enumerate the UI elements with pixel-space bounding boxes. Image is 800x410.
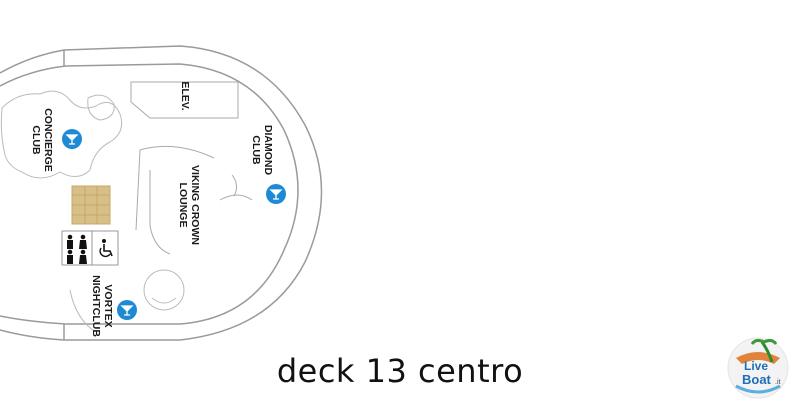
- viking-crown-area: [135, 145, 253, 255]
- viking-label-2: LOUNGE: [177, 183, 189, 228]
- accessible-icon: [91, 230, 119, 266]
- elevator-block: [130, 81, 239, 119]
- logo-boat: Boat: [742, 372, 772, 387]
- viking-label-1: VIKING CROWN: [189, 165, 201, 245]
- diamond-label-2: CLUB: [250, 135, 262, 165]
- bar-icon: [62, 129, 82, 149]
- deck-caption: deck 13 centro: [276, 352, 524, 390]
- concierge-label-1: CONCIERGE: [42, 108, 54, 172]
- bar-icon: [117, 300, 137, 320]
- logo-live: Live: [744, 359, 768, 373]
- vortex-label-1: VORTEX: [102, 284, 114, 327]
- concierge-area: [0, 90, 123, 179]
- vortex-label-2: NIGHTCLUB: [90, 275, 102, 337]
- hull-outline: [0, 45, 323, 341]
- diamond-area-wall: [231, 174, 238, 197]
- round-bar: [69, 269, 185, 333]
- logo-suffix: .it: [775, 379, 781, 386]
- elev-label: ELEV.: [179, 81, 191, 110]
- liveboat-logo: Live Boat .it: [727, 337, 789, 399]
- concierge-label-2: CLUB: [30, 125, 42, 155]
- bar-icon: [266, 184, 286, 204]
- restroom-icon: [61, 230, 93, 266]
- diamond-label-1: DIAMOND: [262, 125, 274, 176]
- stairs-icon: [71, 185, 111, 225]
